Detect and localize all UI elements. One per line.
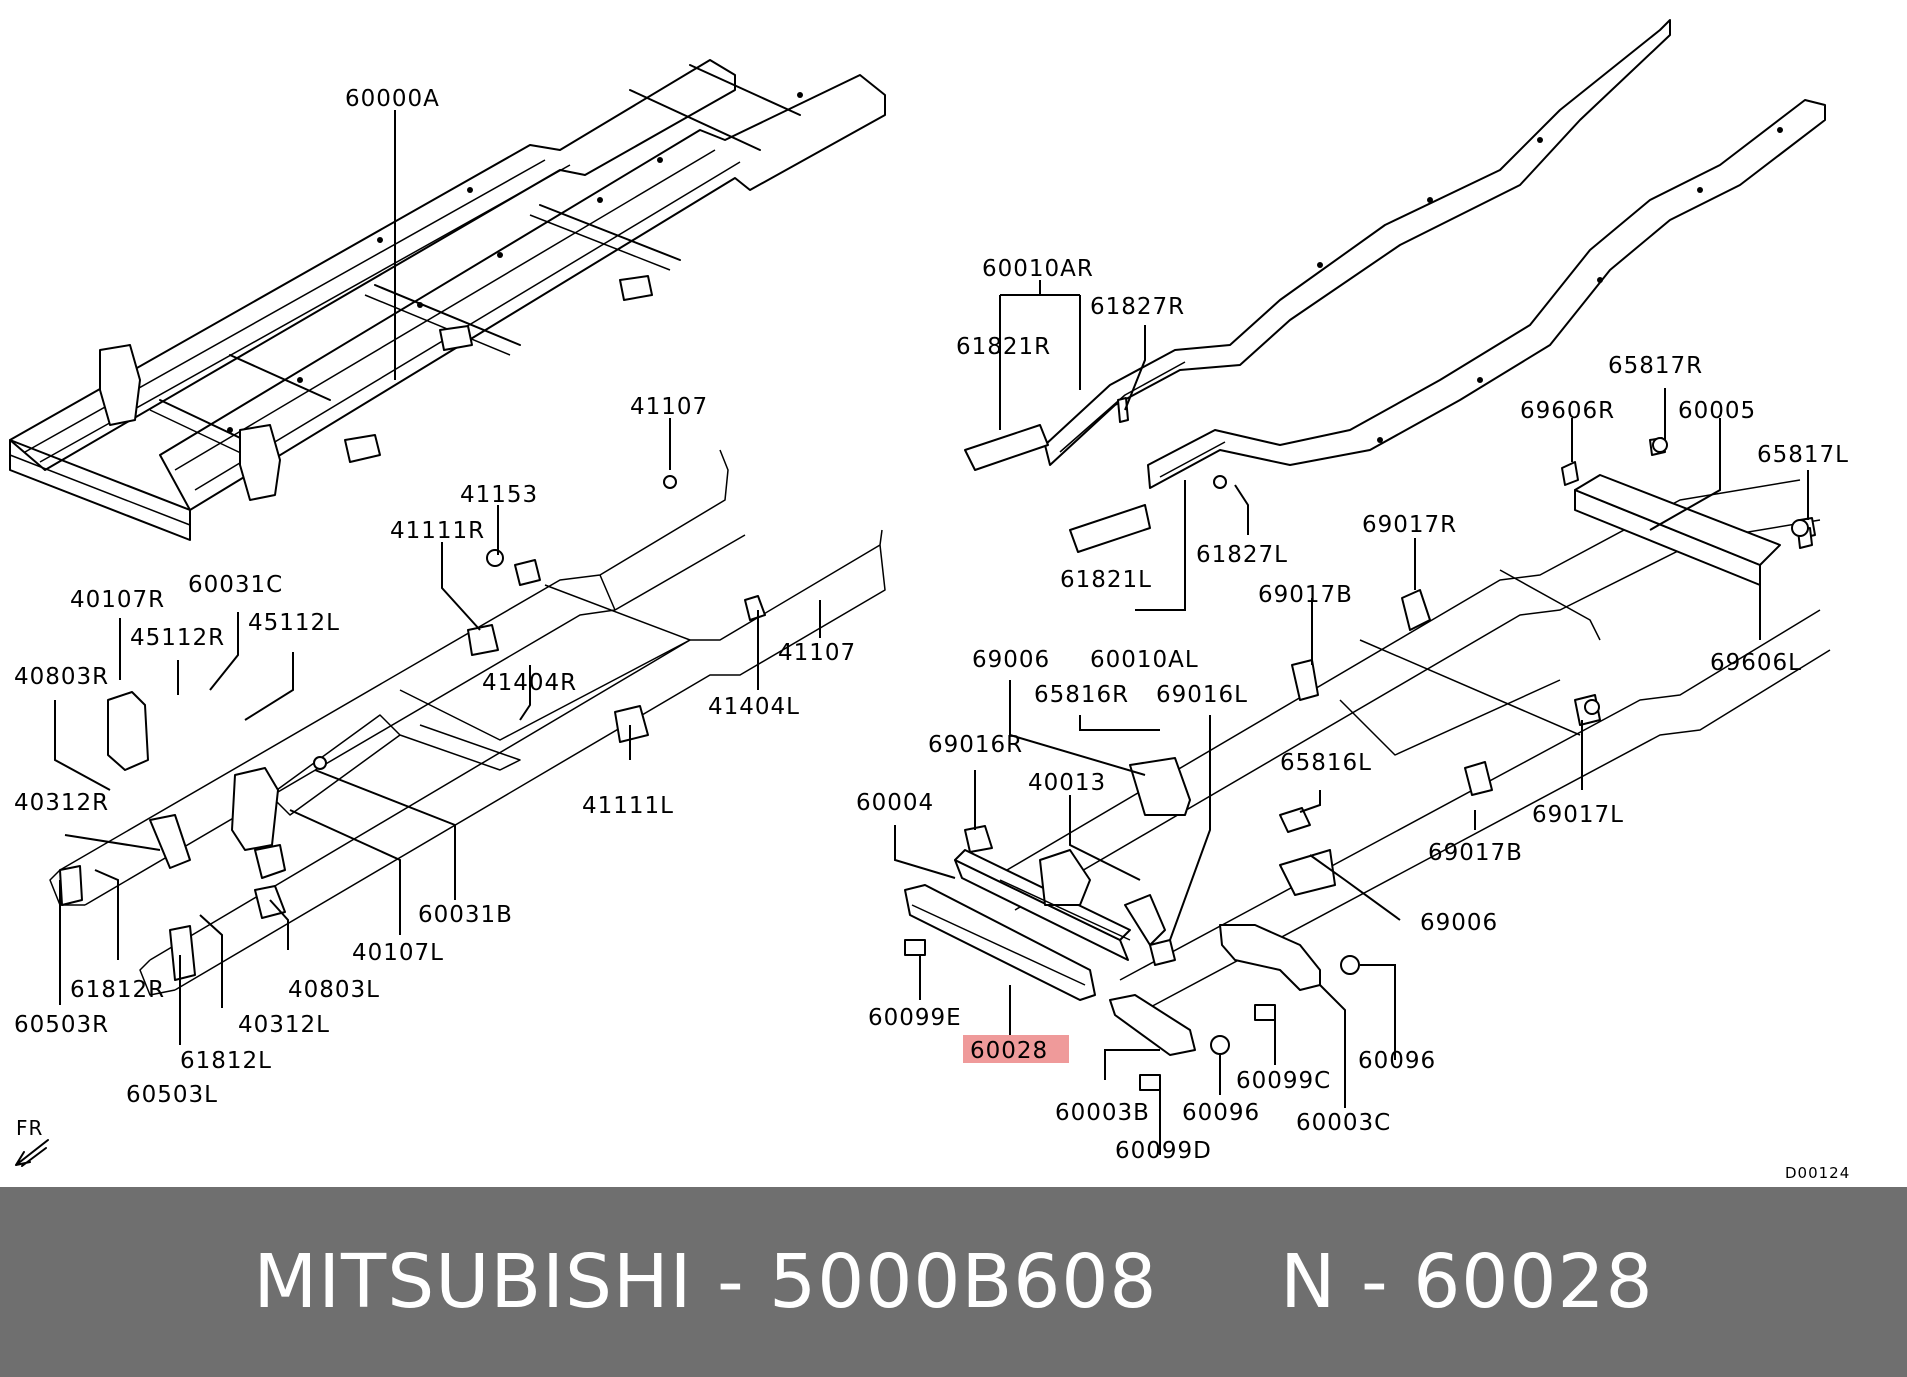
frame-outline-right [989,437,1831,1011]
callout-69606l[interactable]: 69606L [1710,650,1802,676]
callout-60031b[interactable]: 60031B [418,902,513,928]
callout-60099d[interactable]: 60099D [1115,1138,1212,1164]
callout-69017l[interactable]: 69017L [1532,802,1624,828]
callout-60010al[interactable]: 60010AL [1090,647,1199,673]
callout-60003b[interactable]: 60003B [1055,1100,1150,1126]
callout-40803r[interactable]: 40803R [14,664,109,690]
front-direction-label: FR [16,1116,43,1140]
callout-65817l[interactable]: 65817L [1757,442,1849,468]
callout-65816r[interactable]: 65816R [1034,682,1129,708]
callout-69017b-bot[interactable]: 69017B [1428,840,1523,866]
callout-60099c[interactable]: 60099C [1236,1068,1331,1094]
callout-69016l[interactable]: 69016L [1156,682,1248,708]
callout-41107-top[interactable]: 41107 [630,394,708,420]
callout-60028[interactable]: 60028 [970,1038,1048,1064]
callout-61821l[interactable]: 61821L [1060,567,1152,593]
front-direction-arrow-icon [15,1139,49,1167]
callout-40107l[interactable]: 40107L [352,940,444,966]
callout-41404r[interactable]: 41404R [482,670,577,696]
callout-60096-mid[interactable]: 60096 [1182,1100,1260,1126]
callout-41111l[interactable]: 41111L [582,793,674,819]
parts-diagram-canvas: FR [9,19,1850,1182]
callout-60503r[interactable]: 60503R [14,1012,109,1038]
callout-41404l[interactable]: 41404L [708,694,800,720]
callout-61812l[interactable]: 61812L [180,1048,272,1074]
callout-40312r[interactable]: 40312R [14,790,109,816]
callout-40107r[interactable]: 40107R [70,587,165,613]
part-number-title: MITSUBISHI - 5000B608 N - 60028 [253,1239,1654,1325]
callout-61812r[interactable]: 61812R [70,977,165,1003]
frame-outline-left [49,449,886,996]
callout-40312l[interactable]: 40312L [238,1012,330,1038]
callout-60005[interactable]: 60005 [1678,398,1756,424]
callout-60010ar[interactable]: 60010AR [982,256,1094,282]
callout-60099e[interactable]: 60099E [868,1005,962,1031]
callout-40013[interactable]: 40013 [1028,770,1106,796]
callout-60503l[interactable]: 60503L [126,1082,218,1108]
callout-60004[interactable]: 60004 [856,790,934,816]
highlight-box-60028 [963,1035,1069,1063]
callout-61827r[interactable]: 61827R [1090,294,1185,320]
callout-40803l[interactable]: 40803L [288,977,380,1003]
callout-69016r[interactable]: 69016R [928,732,1023,758]
side-rails-drawing [964,19,1826,553]
callout-60031c[interactable]: 60031C [188,572,283,598]
callout-45112l[interactable]: 45112L [248,610,340,636]
callout-69006-bot[interactable]: 69006 [1420,910,1498,936]
callout-45112r[interactable]: 45112R [130,625,225,651]
parts-diagram: FR [9,19,1850,1182]
callout-65816l[interactable]: 65816L [1280,750,1372,776]
callout-60003c[interactable]: 60003C [1296,1110,1391,1136]
callout-69606r[interactable]: 69606R [1520,398,1615,424]
callout-60096-right[interactable]: 60096 [1358,1048,1436,1074]
callout-labels: 60000A 41107 41153 41111R 40107R 60031C … [14,86,1850,1182]
callout-69017b-top[interactable]: 69017B [1258,582,1353,608]
callout-41153[interactable]: 41153 [460,482,538,508]
callout-41107-mid[interactable]: 41107 [778,640,856,666]
callout-69006-top[interactable]: 69006 [972,647,1050,673]
leader-lines [54,110,1809,1155]
callout-60000a[interactable]: 60000A [345,86,440,112]
callout-41111r[interactable]: 41111R [390,518,485,544]
frame-assembly-drawing [9,59,886,541]
callout-69017r[interactable]: 69017R [1362,512,1457,538]
callout-61827l[interactable]: 61827L [1196,542,1288,568]
footer-bar: MITSUBISHI - 5000B608 N - 60028 [0,1187,1907,1377]
diagram-code: D00124 [1785,1164,1850,1182]
front-crossmember-drawing [904,825,1360,1091]
callout-65817r[interactable]: 65817R [1608,353,1703,379]
callout-61821r[interactable]: 61821R [956,334,1051,360]
